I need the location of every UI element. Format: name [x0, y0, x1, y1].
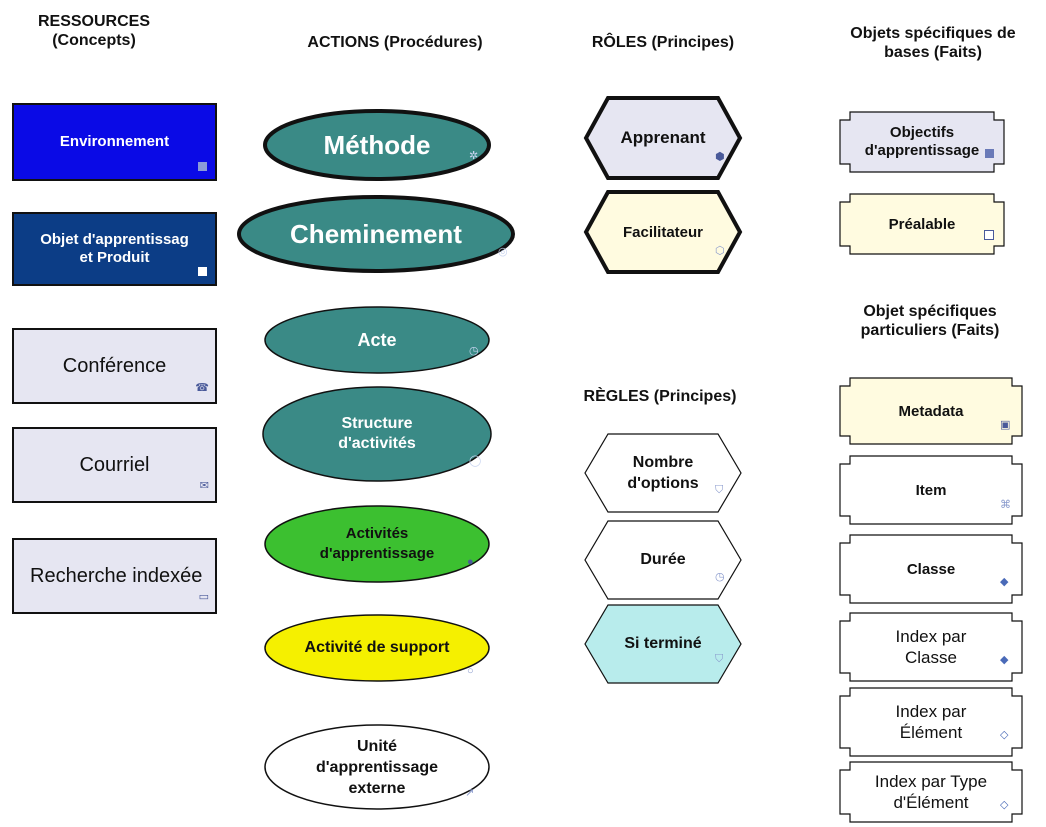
action-activite-support: Activité de support ○	[264, 614, 490, 682]
envelope-icon: ✉	[199, 480, 209, 492]
square-icon	[198, 162, 207, 171]
header-objets-particuliers: Objet spécifiques particuliers (Faits)	[860, 303, 1000, 339]
header-roles: RÔLES (Principes)	[591, 34, 735, 51]
ressource-label: Environnement	[59, 133, 170, 150]
action-label: Acte	[357, 329, 397, 350]
dot-icon: ●	[467, 556, 474, 568]
shield-icon: ⛉	[715, 484, 724, 496]
action-unite-apprentissage-externe: Unité d'apprentissage externe ↗	[264, 724, 490, 810]
action-label: Unité d'apprentissage externe	[315, 737, 439, 797]
regle-label: Nombre d'options	[627, 454, 699, 492]
role-facilitateur: Facilitateur ⬡	[583, 190, 743, 274]
shield-icon: ⛉	[715, 653, 724, 665]
action-label: Méthode	[323, 129, 431, 160]
ressource-label: Conférence	[62, 354, 167, 377]
action-cheminement: Cheminement ◎	[237, 195, 515, 273]
header-objets-bases: Objets spécifiques de bases (Faits)	[850, 25, 1016, 61]
diamond-outline-icon: ◇	[1000, 729, 1009, 741]
square-icon	[198, 267, 207, 276]
hexagon-icon: ⬢	[715, 151, 725, 163]
objet-item: Item ⌘	[838, 454, 1024, 526]
phone-icon: ☎	[195, 382, 209, 394]
objet-label: Item	[915, 481, 947, 499]
action-structure-activites: Structure d'activités ◯	[262, 386, 492, 482]
action-methode: Méthode ✲	[263, 109, 491, 181]
objet-index-par-type-element: Index par Type d'Élément ◇	[838, 760, 1024, 824]
ressource-label: Courriel	[79, 453, 150, 476]
regle-label: Si terminé	[624, 635, 702, 652]
cross-icon: ⌘	[1000, 499, 1011, 511]
diamond-icon: ◆	[1000, 576, 1009, 588]
role-label: Apprenant	[620, 128, 706, 147]
action-acte: Acte ◷	[264, 306, 490, 374]
ressource-label: Objet d'apprentissag et Produit	[40, 231, 189, 266]
objet-label: Objectifs d'apprentissage	[864, 124, 980, 159]
objet-index-par-element: Index par Élément ◇	[838, 686, 1024, 758]
objet-label: Index par Type d'Élément	[874, 772, 988, 812]
ressource-objet-apprentissage: Objet d'apprentissag et Produit	[12, 212, 217, 286]
objet-classe: Classe ◆	[838, 533, 1024, 605]
objet-label: Index par Classe	[895, 627, 967, 667]
circle-icon: ◯	[469, 455, 482, 467]
ressource-courriel: Courriel ✉	[12, 427, 217, 503]
header-regles: RÈGLES (Principes)	[583, 388, 737, 405]
regle-label: Durée	[640, 551, 686, 568]
action-label: Activité de support	[304, 639, 450, 656]
action-label: Structure d'activités	[338, 415, 416, 452]
ressource-recherche-indexee: Recherche indexée ▭	[12, 538, 217, 614]
regle-nombre-options: Nombre d'options ⛉	[584, 433, 742, 513]
square-dot-icon: ▣	[1000, 419, 1011, 431]
objet-objectifs-apprentissage: Objectifs d'apprentissage	[838, 110, 1006, 174]
objet-prealable: Préalable	[838, 192, 1006, 256]
clock-icon: ◷	[469, 345, 479, 357]
circle-icon: ○	[467, 665, 474, 677]
objet-label: Index par Élément	[895, 702, 967, 742]
arrow-icon: ↗	[465, 787, 475, 799]
objet-label: Metadata	[898, 402, 964, 420]
role-label: Facilitateur	[622, 223, 704, 241]
target-icon: ◎	[498, 246, 508, 258]
diamond-icon: ◆	[1000, 654, 1009, 666]
square-outline-icon	[984, 230, 994, 240]
header-ressources: RESSOURCES (Concepts)	[37, 13, 151, 49]
ressource-environnement: Environnement	[12, 103, 217, 181]
objet-metadata: Metadata ▣	[838, 376, 1024, 446]
regle-si-termine: Si terminé ⛉	[584, 604, 742, 684]
action-label: Activités d'apprentissage	[319, 525, 435, 562]
action-activites-apprentissage: Activités d'apprentissage ●	[264, 505, 490, 583]
role-apprenant: Apprenant ⬢	[583, 96, 743, 180]
objet-label: Classe	[906, 560, 956, 578]
action-label: Cheminement	[290, 218, 462, 249]
ressource-label: Recherche indexée	[30, 564, 203, 587]
objet-label: Préalable	[888, 215, 956, 233]
square-icon	[985, 149, 994, 158]
objet-index-par-classe: Index par Classe ◆	[838, 611, 1024, 683]
folder-icon: ▭	[198, 591, 209, 603]
regle-duree: Durée ◷	[584, 520, 742, 600]
clock-icon: ◷	[715, 571, 725, 583]
hexagon-icon: ⬡	[715, 245, 725, 257]
header-actions: ACTIONS (Procédures)	[307, 34, 483, 51]
ressource-conference: Conférence ☎	[12, 328, 217, 404]
gear-icon: ✲	[469, 150, 479, 162]
diamond-outline-icon: ◇	[1000, 799, 1009, 811]
